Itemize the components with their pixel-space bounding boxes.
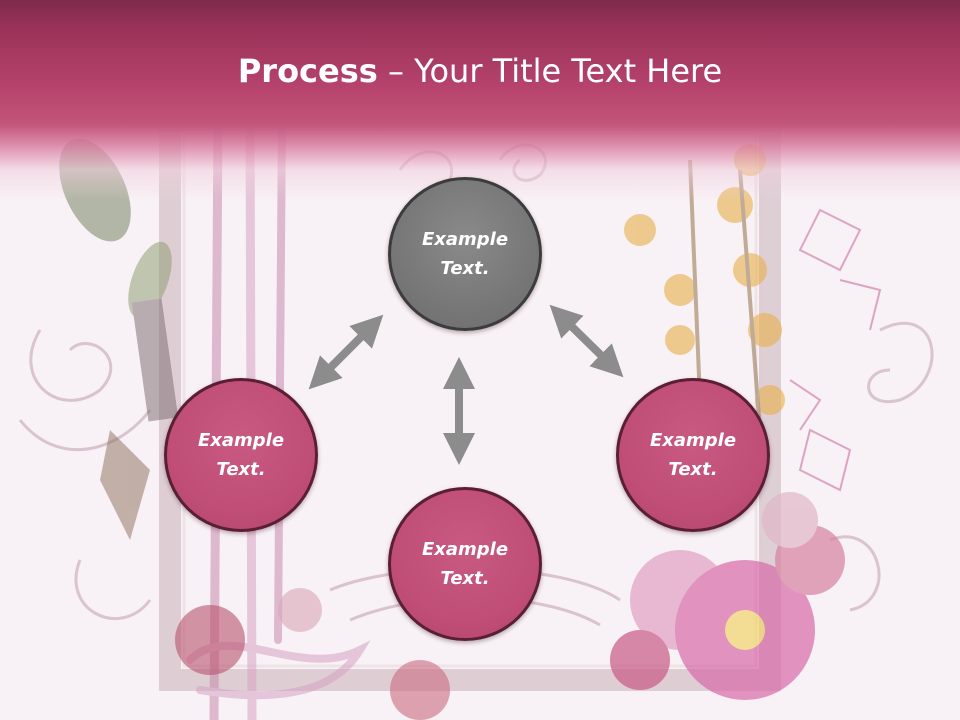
node-bottom[interactable]: Example Text. xyxy=(388,487,542,641)
header-band xyxy=(0,0,960,200)
node-right[interactable]: Example Text. xyxy=(616,378,770,532)
title-bold: Process xyxy=(237,52,378,90)
outline-flowers xyxy=(789,208,882,492)
slide-title[interactable]: Process – Your Title Text Here xyxy=(0,52,960,90)
node-left-text: Example Text. xyxy=(197,430,285,480)
yellow-flowers xyxy=(624,144,785,431)
red-flowers xyxy=(175,588,450,720)
pink-flowers xyxy=(610,492,845,700)
node-top[interactable]: Example Text. xyxy=(388,177,542,331)
node-bottom-text: Example Text. xyxy=(421,539,509,589)
node-left[interactable]: Example Text. xyxy=(164,378,318,532)
node-right-text: Example Text. xyxy=(649,430,737,480)
node-top-text: Example Text. xyxy=(421,229,509,279)
title-rest: – Your Title Text Here xyxy=(377,52,723,90)
